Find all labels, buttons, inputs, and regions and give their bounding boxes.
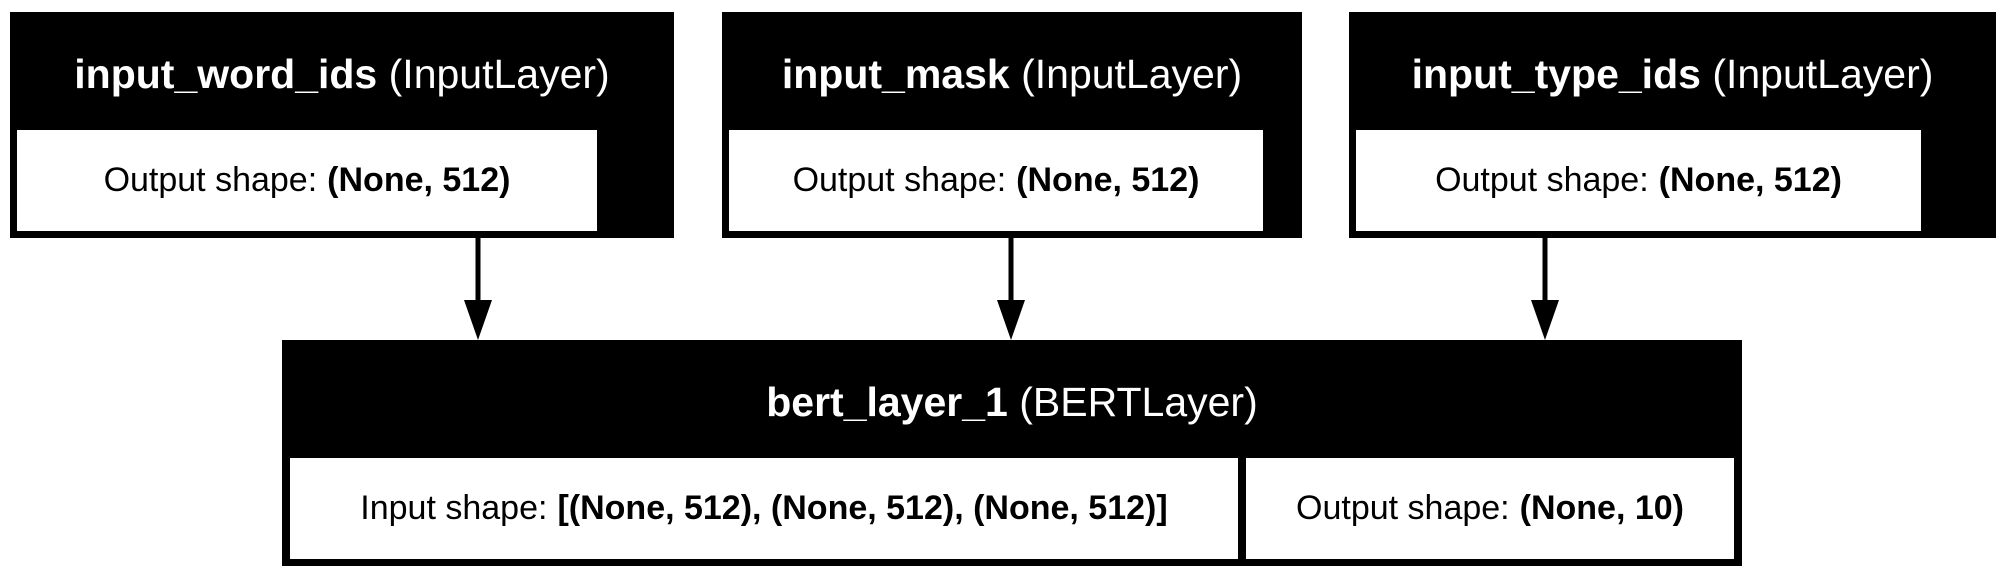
node-title: input_type_ids (InputLayer) <box>1349 12 1996 136</box>
layer-type: (InputLayer) <box>388 50 610 97</box>
edge-input-mask-to-bert <box>997 238 1025 340</box>
edge-input-type-ids-to-bert <box>1531 238 1559 340</box>
layer-name: input_type_ids <box>1411 50 1701 97</box>
layer-name: input_mask <box>781 50 1010 97</box>
output-shape-label: Output shape: <box>1296 489 1510 527</box>
node-input-type-ids: input_type_ids (InputLayer) Output shape… <box>1349 12 1996 238</box>
layer-type: (InputLayer) <box>1712 50 1934 97</box>
node-title: input_word_ids (InputLayer) <box>10 12 674 136</box>
output-shape-label: Output shape: <box>103 161 318 199</box>
node-title: input_mask (InputLayer) <box>722 12 1302 136</box>
node-input-mask: input_mask (InputLayer) Output shape: (N… <box>722 12 1302 238</box>
input-shape-box: Input shape: [(None, 512), (None, 512), … <box>290 458 1238 559</box>
output-shape-box: Output shape: (None, 512) <box>1356 130 1921 231</box>
output-shape-label: Output shape: <box>792 161 1007 199</box>
output-shape-value: (None, 512) <box>1016 161 1200 199</box>
layer-type: (BERTLayer) <box>1019 378 1258 425</box>
node-bert-layer-1: bert_layer_1 (BERTLayer) Input shape: [(… <box>282 340 1742 566</box>
input-shape-label: Input shape: <box>360 489 548 527</box>
output-shape-box: Output shape: (None, 512) <box>729 130 1263 231</box>
node-title: bert_layer_1 (BERTLayer) <box>282 340 1742 464</box>
node-input-word-ids: input_word_ids (InputLayer) Output shape… <box>10 12 674 238</box>
layer-name: input_word_ids <box>74 50 378 97</box>
edge-input-word-ids-to-bert <box>464 238 492 340</box>
output-shape-box: Output shape: (None, 10) <box>1246 458 1734 559</box>
output-shape-value: (None, 10) <box>1519 489 1684 527</box>
output-shape-value: (None, 512) <box>327 161 511 199</box>
layer-name: bert_layer_1 <box>766 378 1008 425</box>
layer-type: (InputLayer) <box>1021 50 1243 97</box>
input-shape-value: [(None, 512), (None, 512), (None, 512)] <box>557 489 1168 527</box>
output-shape-box: Output shape: (None, 512) <box>17 130 597 231</box>
output-shape-label: Output shape: <box>1435 161 1649 199</box>
output-shape-value: (None, 512) <box>1658 161 1842 199</box>
